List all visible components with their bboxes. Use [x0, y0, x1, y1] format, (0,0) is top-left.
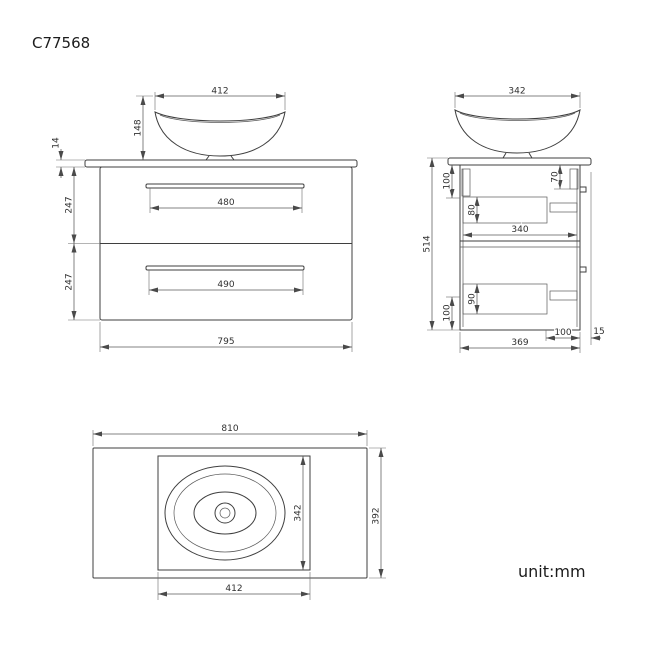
model-number: C77568: [32, 34, 90, 52]
lower-drawer-handle: [145, 265, 305, 271]
dim-label-795: 795: [217, 337, 234, 347]
dim-label-810: 810: [221, 424, 238, 434]
upper-drawer-handle: [145, 183, 305, 189]
dim-label-247-lower: 247: [65, 273, 75, 290]
dim-side-total-height: 514: [421, 157, 460, 331]
dim-label-100-upper: 100: [443, 172, 453, 189]
drain-outer: [214, 502, 236, 524]
dim-side-bracket-height: 70: [549, 165, 570, 190]
dim-front-countertop-thickness: 14: [50, 136, 85, 178]
dim-side-upper-drawer: 80: [466, 197, 480, 223]
dim-top-cutout-width: 412: [157, 572, 311, 600]
dim-front-basin-height: 148: [132, 95, 153, 160]
upper-drawer-rail: [549, 202, 578, 213]
lower-drawer-side-panel: [462, 283, 548, 315]
dim-side-basin-width: 342: [454, 85, 581, 108]
upper-drawer-side-panel: [462, 196, 548, 224]
dim-label-342-top: 342: [294, 504, 304, 521]
lower-rail-end: [579, 266, 587, 273]
dim-top-countertop-depth: 392: [369, 447, 386, 579]
dim-label-90: 90: [468, 293, 478, 305]
side-countertop: [447, 157, 592, 166]
dim-side-overhang: 15: [590, 172, 606, 345]
dim-front-lower-drawer-height: 247: [63, 243, 100, 321]
dim-side-lower-drawer: 90: [466, 284, 480, 314]
dim-front-upper-drawer-height: 247: [63, 167, 100, 244]
dim-label-14: 14: [52, 137, 62, 149]
basin-cutout-outline: [157, 455, 311, 571]
dim-front-basin-width: 412: [154, 85, 286, 110]
dim-label-80: 80: [468, 204, 478, 216]
dim-label-70: 70: [551, 171, 561, 183]
dim-label-247-upper: 247: [65, 196, 75, 213]
side-cabinet: [459, 164, 587, 331]
dim-label-340: 340: [511, 225, 528, 235]
drain-inner: [219, 507, 231, 519]
front-basin: [154, 111, 286, 161]
upper-rail-end: [579, 186, 587, 193]
dim-label-342-side: 342: [508, 87, 525, 97]
side-basin-pedestal: [502, 152, 533, 159]
dim-label-490: 490: [217, 280, 234, 290]
dim-side-rail-offset: 100: [545, 327, 580, 341]
dim-top-countertop-width: 810: [92, 423, 368, 446]
top-view: 810 392 342 412: [92, 423, 386, 600]
dim-side-inner-depth: 340: [463, 224, 577, 238]
side-view: 342 514 100 100 70 80: [421, 85, 606, 353]
dim-side-upper-left: 100: [441, 165, 460, 199]
dim-label-412-front: 412: [211, 87, 228, 97]
dim-upper-handle-width: 480: [149, 188, 303, 213]
dim-label-100-lower: 100: [443, 304, 453, 321]
unit-label: unit:mm: [518, 562, 586, 581]
front-countertop: [84, 159, 358, 168]
front-basin-pedestal: [205, 155, 235, 161]
dim-label-514: 514: [423, 235, 433, 252]
dim-label-369: 369: [511, 338, 528, 348]
dim-label-100-rail: 100: [554, 328, 571, 338]
lower-drawer-rail: [549, 290, 578, 301]
front-view: 412 148 14 247 247 480: [50, 85, 358, 352]
top-basin-oval: [164, 465, 286, 561]
dim-label-148: 148: [134, 119, 144, 136]
dim-front-cabinet-width: 795: [99, 322, 353, 352]
wall-bracket-right: [569, 168, 579, 190]
dim-label-392: 392: [372, 507, 382, 524]
dim-label-15: 15: [593, 327, 604, 337]
front-cabinet: [99, 166, 353, 321]
dim-label-412-top: 412: [225, 584, 242, 594]
dim-label-480: 480: [217, 198, 234, 208]
dim-side-cabinet-depth: 369: [459, 332, 581, 353]
dim-side-lower-left: 100: [441, 296, 460, 330]
wall-bracket-left: [461, 168, 471, 197]
side-basin: [454, 109, 581, 159]
dim-top-cutout-depth: 342: [292, 456, 306, 570]
dim-lower-handle-width: 490: [148, 270, 304, 295]
